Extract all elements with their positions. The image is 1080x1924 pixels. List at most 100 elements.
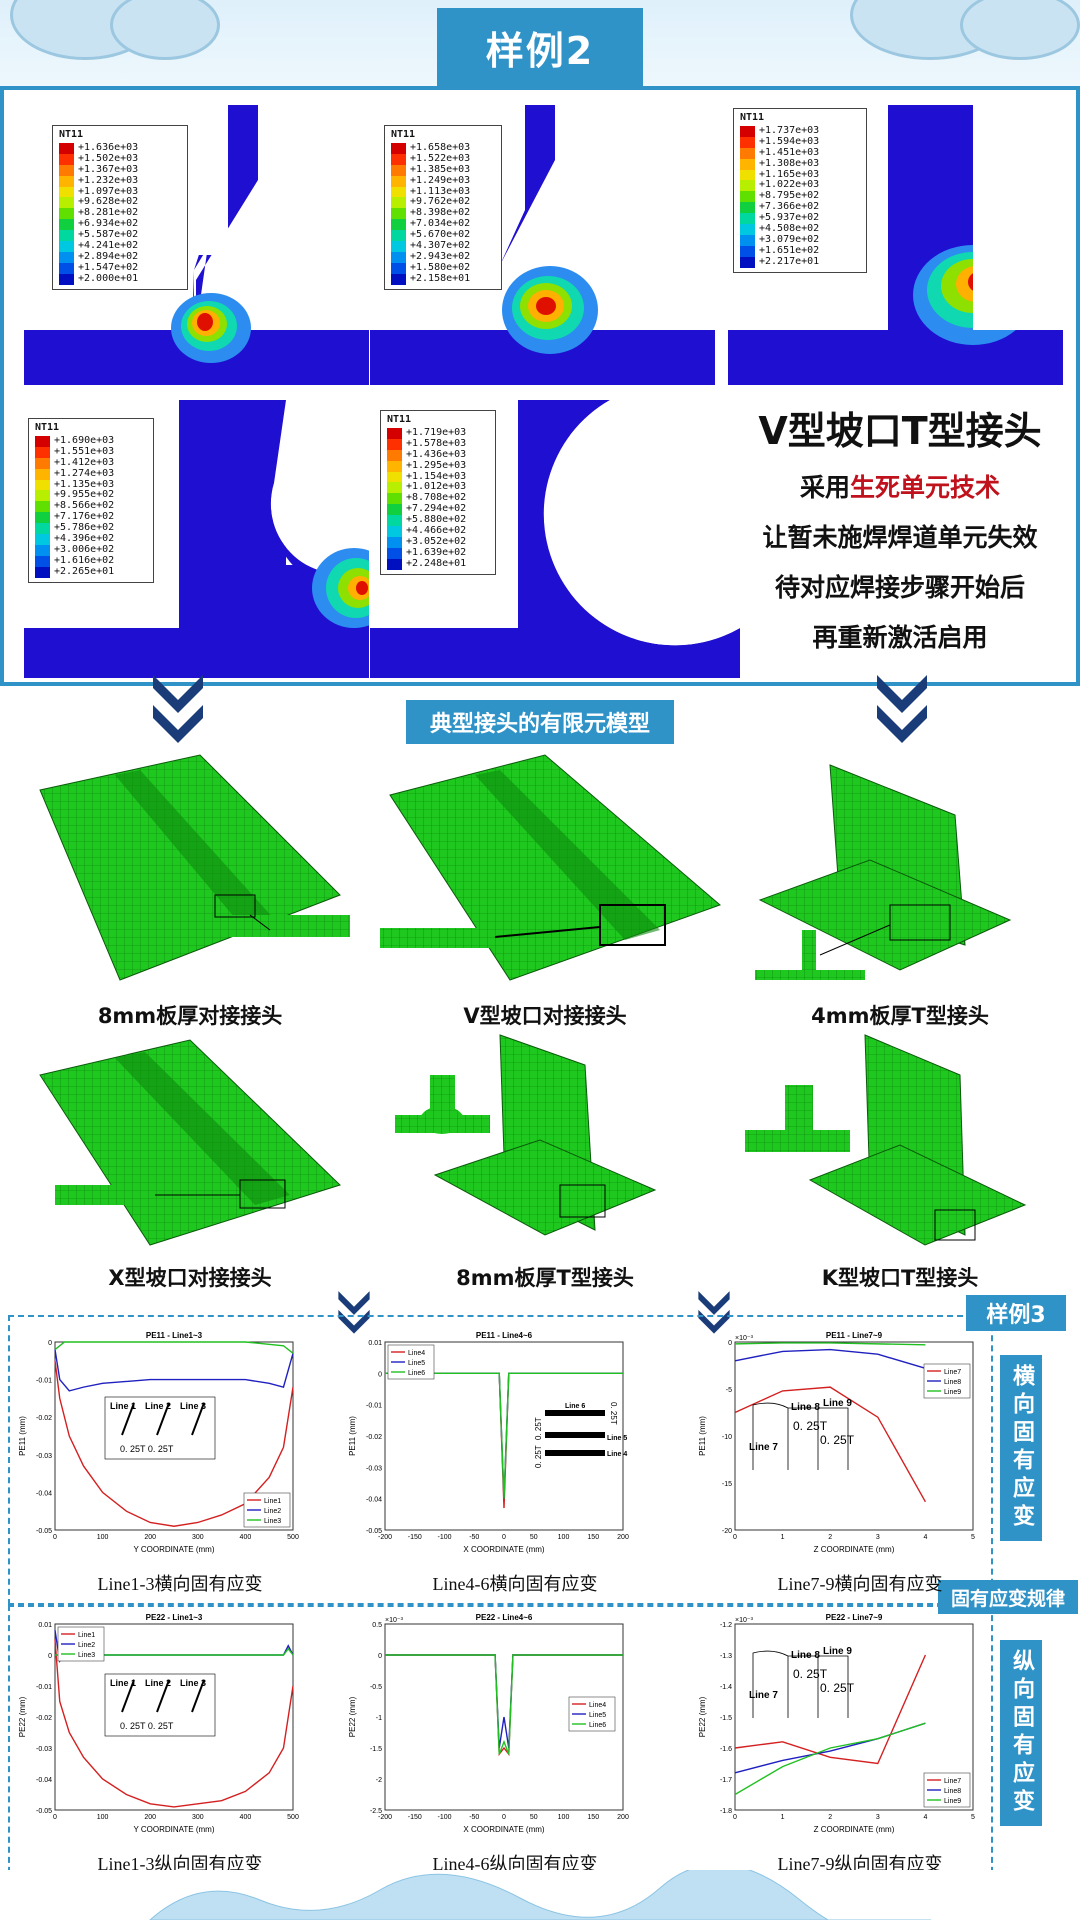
legend-row: +1.412e+03 (35, 457, 147, 469)
legend-row: +2.158e+01 (391, 273, 495, 285)
y-tick-label: 0 (728, 1340, 732, 1347)
inset-line-label: Line 2 (145, 1678, 171, 1688)
legend-entry: Line3 (78, 1652, 95, 1659)
legend-swatch (59, 230, 74, 242)
y-tick-label: -0.03 (36, 1746, 52, 1753)
legend-swatch (391, 230, 406, 242)
inset-line-label: Line 6 (565, 1403, 585, 1410)
model-v-groove-butt (380, 754, 721, 981)
legend-title: NT11 (391, 129, 416, 140)
legend-row: +1.451e+03 (740, 147, 860, 159)
fem-heading: V型坡口T型接头 (758, 409, 1042, 453)
series-line-line2 (54, 1349, 294, 1392)
inset-line (156, 1679, 170, 1713)
y-tick-label: -0.05 (36, 1808, 52, 1815)
plot-caption: Line1-3横向固有应变 (97, 1574, 263, 1594)
x-tick-label: 0 (53, 1534, 57, 1541)
model-caption: 8mm板厚对接接头 (97, 1004, 283, 1028)
legend-value: +1.651e+02 (759, 244, 820, 256)
legend-row: +1.616e+02 (35, 555, 147, 567)
legend-value: +8.795e+02 (759, 190, 820, 202)
legend-swatch (740, 169, 755, 181)
legend-value: +1.639e+02 (406, 546, 467, 558)
x-tick-label: 200 (617, 1534, 629, 1541)
inset-line-label: Line 9 (823, 1646, 852, 1657)
x-tick-label: 200 (617, 1814, 629, 1821)
plot-pe22-line7-9: PE22 - Line7~9Z COORDINATE (mm)PE22 (mm)… (698, 1613, 975, 1834)
legend-row: +7.294e+02 (387, 503, 489, 516)
inset-bar (545, 1450, 605, 1456)
models-section-label: 典型接头的有限元模型 (406, 700, 674, 744)
legend-row: +1.737e+03 (740, 125, 860, 137)
plot-caption: Line7-9纵向固有应变 (777, 1854, 943, 1874)
legend-swatch (35, 446, 50, 458)
fem-panel-4 (24, 400, 369, 678)
legend-panel-3: NT11+1.737e+03+1.594e+03+1.451e+03+1.308… (733, 108, 867, 273)
legend-value: +1.113e+03 (410, 185, 471, 197)
plot-pe22-line1-3: PE22 - Line1~3Y COORDINATE (mm)PE22 (mm)… (18, 1613, 299, 1834)
legend-swatch (740, 234, 755, 246)
legend-row: +9.628e+02 (59, 197, 181, 209)
inset-line-label: Line 3 (180, 1678, 206, 1688)
model-t-joint-8mm (395, 1034, 657, 1236)
legend-entry: Line4 (408, 1350, 425, 1357)
legend-value: +2.894e+02 (78, 250, 139, 262)
legend-row: +4.508e+02 (740, 223, 860, 235)
x-tick-label: 200 (144, 1814, 156, 1821)
y-tick-label: -1 (376, 1715, 382, 1722)
fem-panel-1 (24, 105, 369, 385)
legend-value: +9.762e+02 (410, 196, 471, 208)
inset-dim: 0. 25T (793, 1667, 828, 1681)
legend-swatch (59, 273, 74, 285)
legend-swatch (740, 136, 755, 148)
x-tick-label: 3 (876, 1534, 880, 1541)
legend-row: +1.436e+03 (387, 449, 489, 461)
legend-row: +5.670e+02 (391, 229, 495, 242)
legend-value: +1.232e+03 (78, 174, 139, 186)
x-axis-label: Y COORDINATE (mm) (133, 1545, 214, 1554)
x-tick-label: 0 (502, 1814, 506, 1821)
legend-title: NT11 (35, 422, 60, 433)
y-tick-label: -1.7 (720, 1777, 732, 1784)
inset-dim: 0. 25T 0. 25T (120, 1721, 174, 1731)
x-tick-label: 500 (287, 1814, 299, 1821)
inset-line-label: Line 2 (145, 1401, 171, 1411)
legend-swatch (387, 504, 402, 516)
legend-swatch (740, 191, 755, 203)
legend-value: +8.566e+02 (54, 500, 115, 512)
legend-swatch (391, 164, 406, 176)
axis-exponent: ×10⁻³ (385, 1617, 404, 1624)
legend-row: +8.795e+02 (740, 190, 860, 203)
x-tick-label: 300 (192, 1814, 204, 1821)
x-tick-label: -150 (408, 1534, 422, 1541)
x-tick-label: 100 (97, 1814, 109, 1821)
legend-row: +4.241e+02 (59, 240, 181, 252)
legend-value: +7.034e+02 (410, 218, 471, 230)
inset-line (121, 1402, 135, 1436)
y-tick-label: 0.01 (38, 1622, 52, 1629)
legend-entry: Line3 (264, 1518, 281, 1525)
legend-swatch (59, 219, 74, 231)
legend-entry: Line5 (408, 1360, 425, 1367)
legend-value: +5.670e+02 (410, 229, 471, 241)
legend-entry: Line6 (408, 1370, 425, 1377)
legend-row: +1.097e+03 (59, 185, 181, 198)
legend-row: +9.762e+02 (391, 196, 495, 209)
legend-value: +1.135e+03 (54, 478, 115, 490)
x-axis-label: Y COORDINATE (mm) (133, 1825, 214, 1834)
legend-title: NT11 (387, 414, 412, 425)
x-tick-label: 50 (530, 1814, 538, 1821)
inset-line (191, 1679, 205, 1713)
legend-title: NT11 (740, 112, 765, 123)
inset-dim: 0. 25T (820, 1433, 855, 1447)
legend-panel-2: NT11+1.658e+03+1.522e+03+1.385e+03+1.249… (384, 125, 502, 290)
y-tick-label: -0.03 (366, 1465, 382, 1472)
x-tick-label: 0 (733, 1814, 737, 1821)
y-tick-label: -1.2 (720, 1622, 732, 1629)
model-t-joint-4mm (755, 764, 1012, 980)
legend-value: +7.294e+02 (406, 503, 467, 515)
legend-swatch (740, 202, 755, 214)
legend-value: +1.097e+03 (78, 185, 139, 197)
y-tick-label: 0.5 (372, 1622, 382, 1629)
legend-swatch (35, 479, 50, 491)
